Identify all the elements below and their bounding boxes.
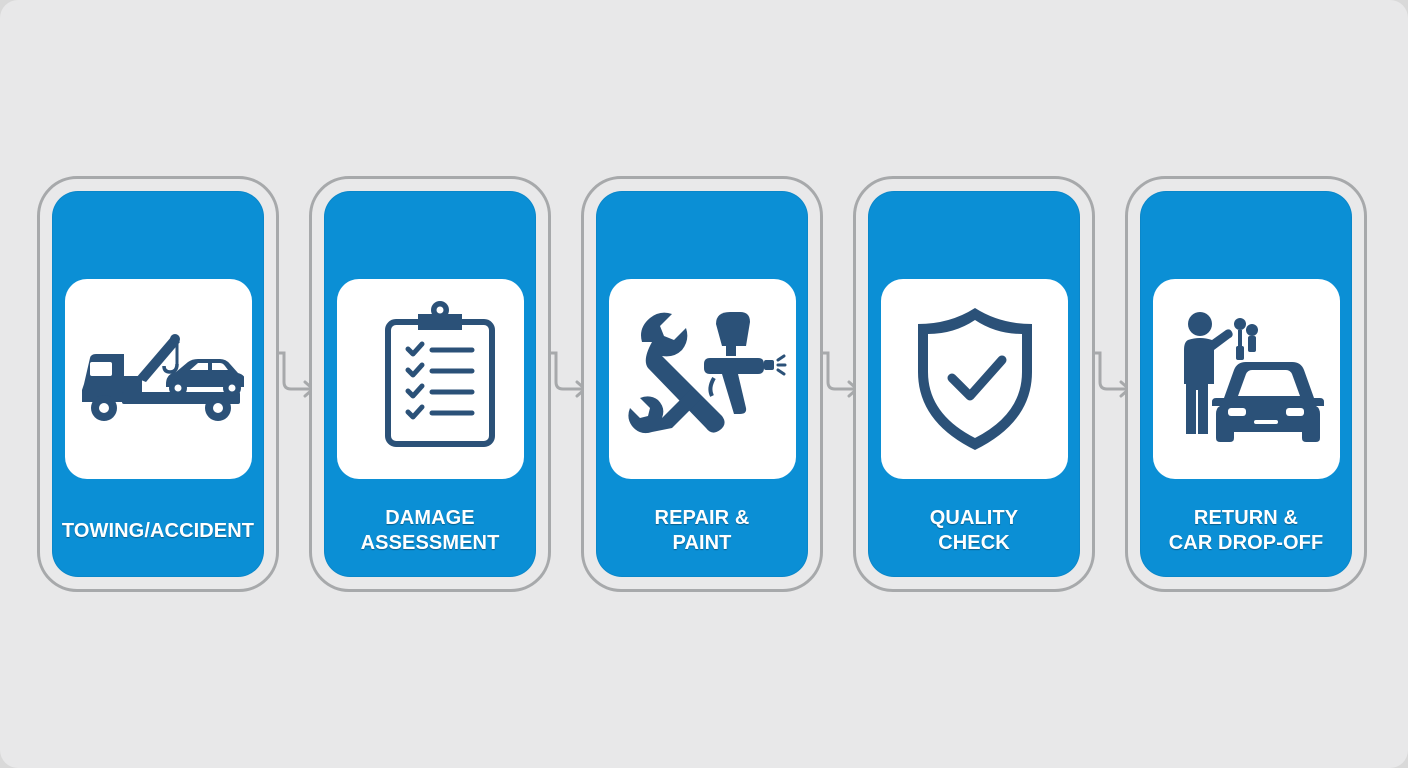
step-panel: REPAIR & PAINT [596, 191, 808, 577]
person-keys-car-icon [1183, 312, 1324, 442]
icon-card [609, 279, 796, 479]
label-line: TOWING/ACCIDENT [61, 519, 255, 542]
step-label: RETURN & CAR DROP-OFF [1146, 501, 1346, 561]
label-line: ASSESSMENT [360, 532, 500, 554]
label-line: RETURN & [1193, 507, 1299, 529]
icon-card [881, 279, 1068, 479]
clipboard-checklist-icon [384, 301, 495, 447]
step-quality-check: QUALITY CHECK [853, 176, 1095, 592]
step-panel: QUALITY CHECK [868, 191, 1080, 577]
step-return-car-drop-off: RETURN & CAR DROP-OFF [1125, 176, 1367, 592]
icon-card [1153, 279, 1340, 479]
label-line: CAR DROP-OFF [1168, 532, 1324, 554]
icon-card [337, 279, 524, 479]
step-label: DAMAGE ASSESSMENT [330, 501, 530, 561]
step-panel: DAMAGE ASSESSMENT [324, 191, 536, 577]
step-label: TOWING/ACCIDENT [58, 501, 258, 561]
step-panel: TOWING/ACCIDENT [52, 191, 264, 577]
wrench-spray-gun-icon [627, 312, 786, 434]
step-repair-paint: REPAIR & PAINT [581, 176, 823, 592]
label-line: REPAIR & [654, 507, 750, 529]
step-towing-accident: TOWING/ACCIDENT [37, 176, 279, 592]
step-damage-assessment: DAMAGE ASSESSMENT [309, 176, 551, 592]
label-line: PAINT [672, 532, 732, 554]
tow-truck-icon [81, 334, 244, 421]
icon-card [65, 279, 252, 479]
label-line: QUALITY [929, 507, 1019, 529]
shield-check-icon [917, 308, 1032, 450]
step-label: QUALITY CHECK [874, 501, 1074, 561]
step-panel: RETURN & CAR DROP-OFF [1140, 191, 1352, 577]
label-line: CHECK [938, 532, 1010, 554]
step-label: REPAIR & PAINT [602, 501, 802, 561]
label-line: DAMAGE [385, 507, 475, 529]
